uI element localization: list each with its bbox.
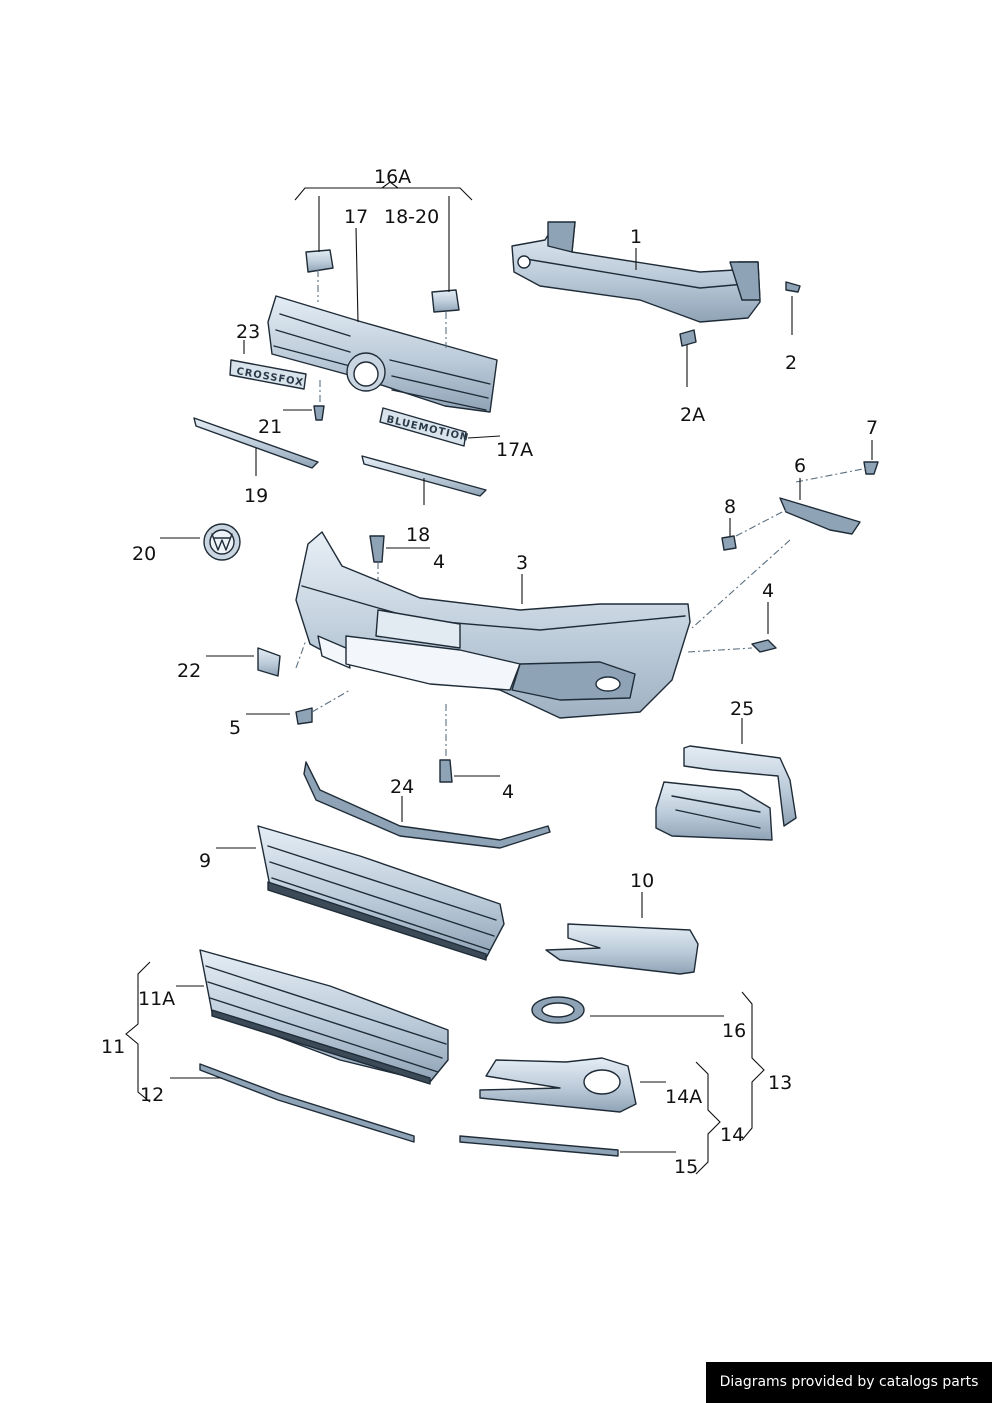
label-7: 7	[866, 417, 878, 439]
label-23: 23	[236, 321, 260, 343]
label-22: 22	[177, 660, 201, 682]
label-18-20: 18-20	[384, 206, 439, 228]
bracket-6	[779, 497, 861, 535]
label-4-bottom: 4	[502, 781, 514, 803]
bluemotion-badge: BLUEMOTION	[379, 407, 470, 447]
callout-labels: 16A 17 18-20 1 23 2 2A 21 7 17A 6 19 8 1…	[101, 166, 878, 1178]
label-17: 17	[344, 206, 368, 228]
bolt-2	[785, 281, 801, 293]
fog-lamp	[655, 781, 773, 841]
label-2: 2	[785, 352, 797, 374]
label-5: 5	[229, 717, 241, 739]
chrome-strip-12	[199, 1063, 415, 1143]
label-24: 24	[390, 776, 414, 798]
trim-strip-right	[361, 455, 487, 497]
label-16: 16	[722, 1020, 746, 1042]
fog-lamp-ring	[531, 996, 585, 1024]
label-17a: 17A	[496, 439, 533, 461]
label-18: 18	[406, 524, 430, 546]
radiator-grille	[267, 295, 498, 413]
trim-strip-left	[193, 417, 319, 469]
lower-grille	[257, 825, 505, 961]
bolt-18	[369, 535, 385, 563]
grille-cap-right	[431, 289, 460, 313]
screw-5	[295, 707, 313, 725]
crossfox-badge: CROSSFOX	[229, 359, 307, 390]
label-16a: 16A	[374, 166, 411, 188]
bumper-cover	[295, 531, 691, 719]
label-14a: 14A	[665, 1086, 702, 1108]
label-11: 11	[101, 1036, 125, 1058]
screw-7	[863, 461, 879, 475]
label-11a: 11A	[138, 988, 175, 1010]
label-19: 19	[244, 485, 268, 507]
label-4-top: 4	[433, 551, 445, 573]
label-12: 12	[140, 1084, 164, 1106]
bolt-2a	[679, 329, 697, 347]
label-25: 25	[730, 698, 754, 720]
label-8: 8	[724, 496, 736, 518]
fog-lamp-cover	[479, 1057, 637, 1113]
bolt-4-right	[751, 639, 777, 653]
bolt-4-bottom	[439, 759, 453, 783]
grille-cap-left	[305, 249, 334, 273]
fog-lamp-bracket	[683, 745, 797, 827]
spoiler-lip	[303, 761, 551, 849]
label-4-right: 4	[762, 580, 774, 602]
label-1: 1	[630, 226, 642, 248]
label-20: 20	[132, 543, 156, 565]
label-3: 3	[516, 552, 528, 574]
label-14: 14	[720, 1124, 744, 1146]
vw-emblem	[203, 523, 241, 561]
label-21: 21	[258, 416, 282, 438]
label-6: 6	[794, 455, 806, 477]
assembly-reference-lines	[295, 270, 869, 758]
bumper-reinforcement-beam	[511, 221, 761, 323]
label-10: 10	[630, 870, 654, 892]
credit-banner: Diagrams provided by catalogs parts	[706, 1362, 992, 1403]
label-13: 13	[768, 1072, 792, 1094]
leader-lines	[125, 181, 873, 1175]
clip-8	[721, 535, 737, 551]
label-2a: 2A	[680, 404, 705, 426]
label-9: 9	[199, 850, 211, 872]
lower-grille-assembly	[199, 949, 449, 1085]
grille-trim-insert	[545, 923, 699, 975]
clip-21	[313, 405, 325, 421]
label-15: 15	[674, 1156, 698, 1178]
tow-eye-cap-22	[257, 647, 281, 677]
chrome-strip-15	[459, 1135, 619, 1157]
